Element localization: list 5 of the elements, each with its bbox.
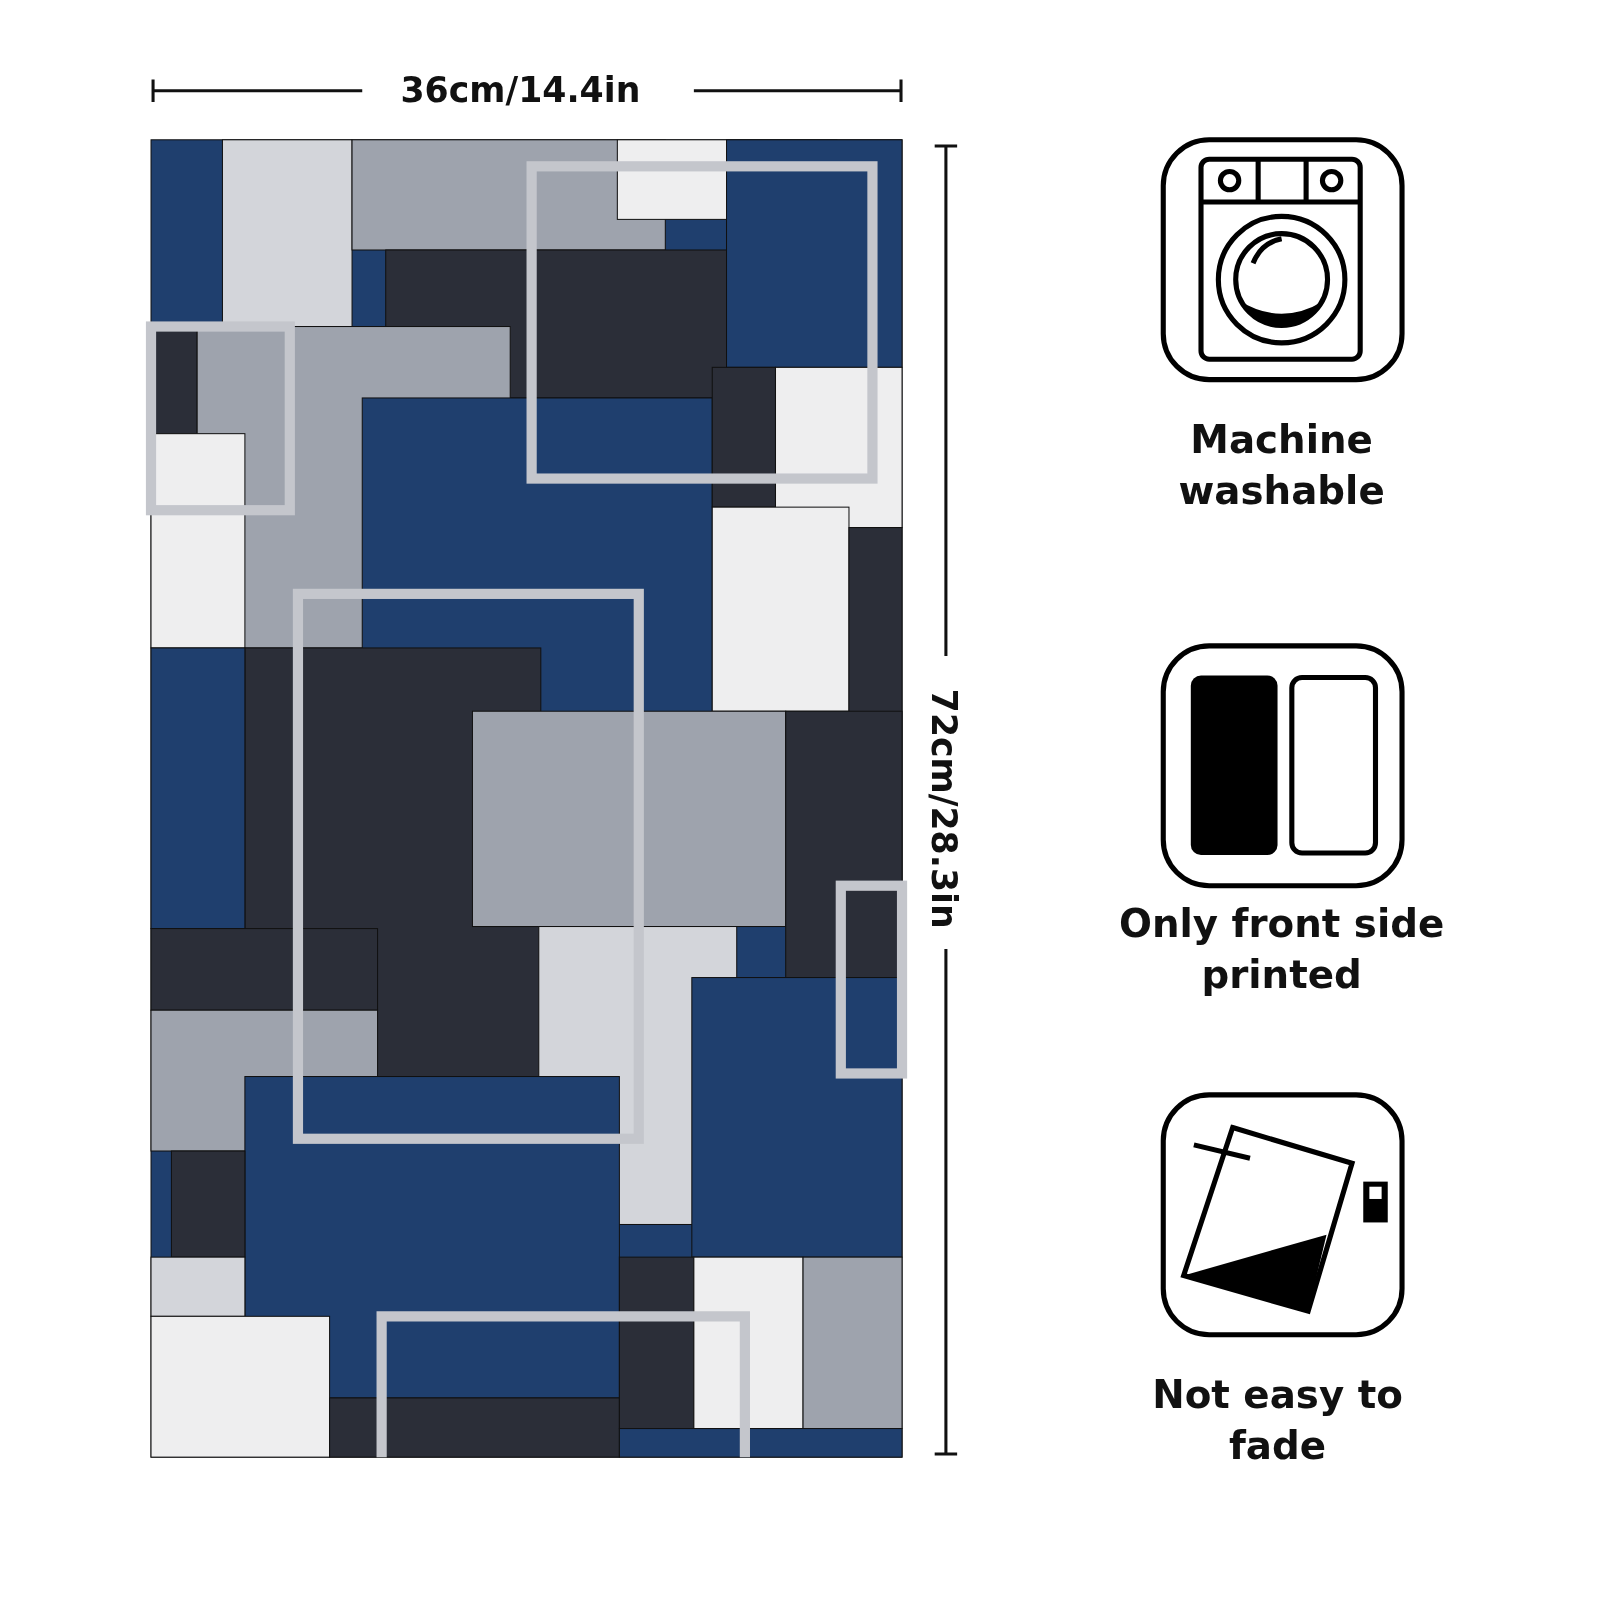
dimension-label: 36cm/14.4in: [399, 69, 642, 111]
dimension-label: 72cm/28.3in: [923, 688, 965, 929]
feature-caption: Only front side printed: [1118, 900, 1445, 999]
feature-caption: Not easy to fade: [1151, 1371, 1404, 1471]
feature-caption: Machine washable: [1177, 416, 1386, 516]
